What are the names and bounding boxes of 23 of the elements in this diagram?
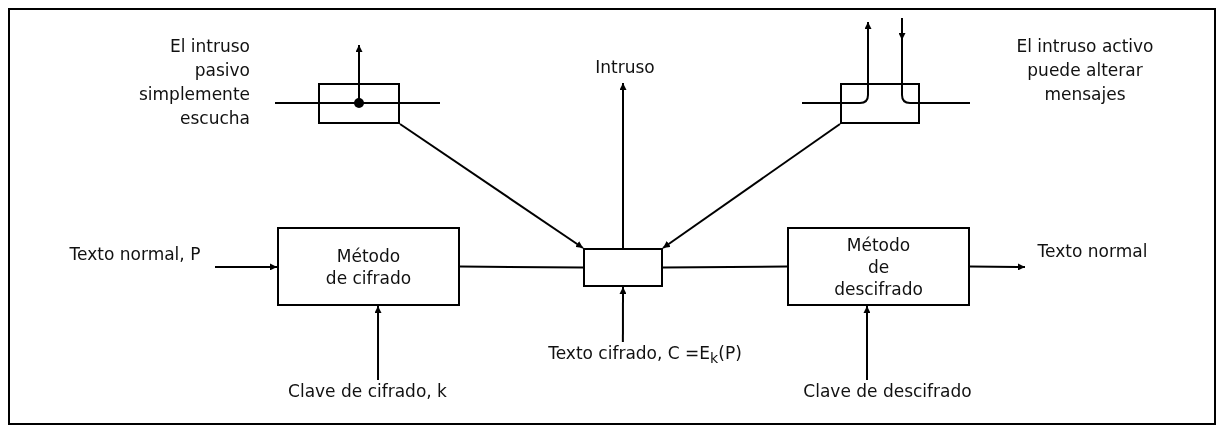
text-label: Clave de descifrado: [785, 380, 990, 408]
tap-box: [840, 83, 920, 124]
arrow: [662, 123, 841, 249]
arrow: [619, 82, 627, 249]
process-box: [787, 227, 970, 306]
arrow: [374, 305, 382, 381]
caption-text: El intruso pasivo simplemente escucha: [137, 35, 250, 130]
arrow: [969, 263, 1026, 271]
arrow: [619, 286, 627, 343]
box-label: Método de cifrado: [324, 244, 413, 289]
caption-text: El intruso activo puede alterar mensajes: [1015, 35, 1155, 106]
text-label: Texto cifrado, C =E$_{k}$(P): [515, 342, 775, 370]
process-box: [277, 227, 460, 306]
tap-box: [318, 83, 400, 124]
box-label: Método de descifrado: [833, 233, 924, 300]
arrow: [863, 305, 871, 381]
text-label: Clave de cifrado, k: [270, 380, 465, 408]
channel-box: [583, 248, 663, 287]
text-label: Texto normal, P: [55, 243, 215, 270]
arrow: [399, 123, 584, 249]
arrow: [214, 263, 278, 271]
text-label: Intruso: [585, 56, 665, 83]
text-label: Texto normal: [1025, 240, 1160, 270]
